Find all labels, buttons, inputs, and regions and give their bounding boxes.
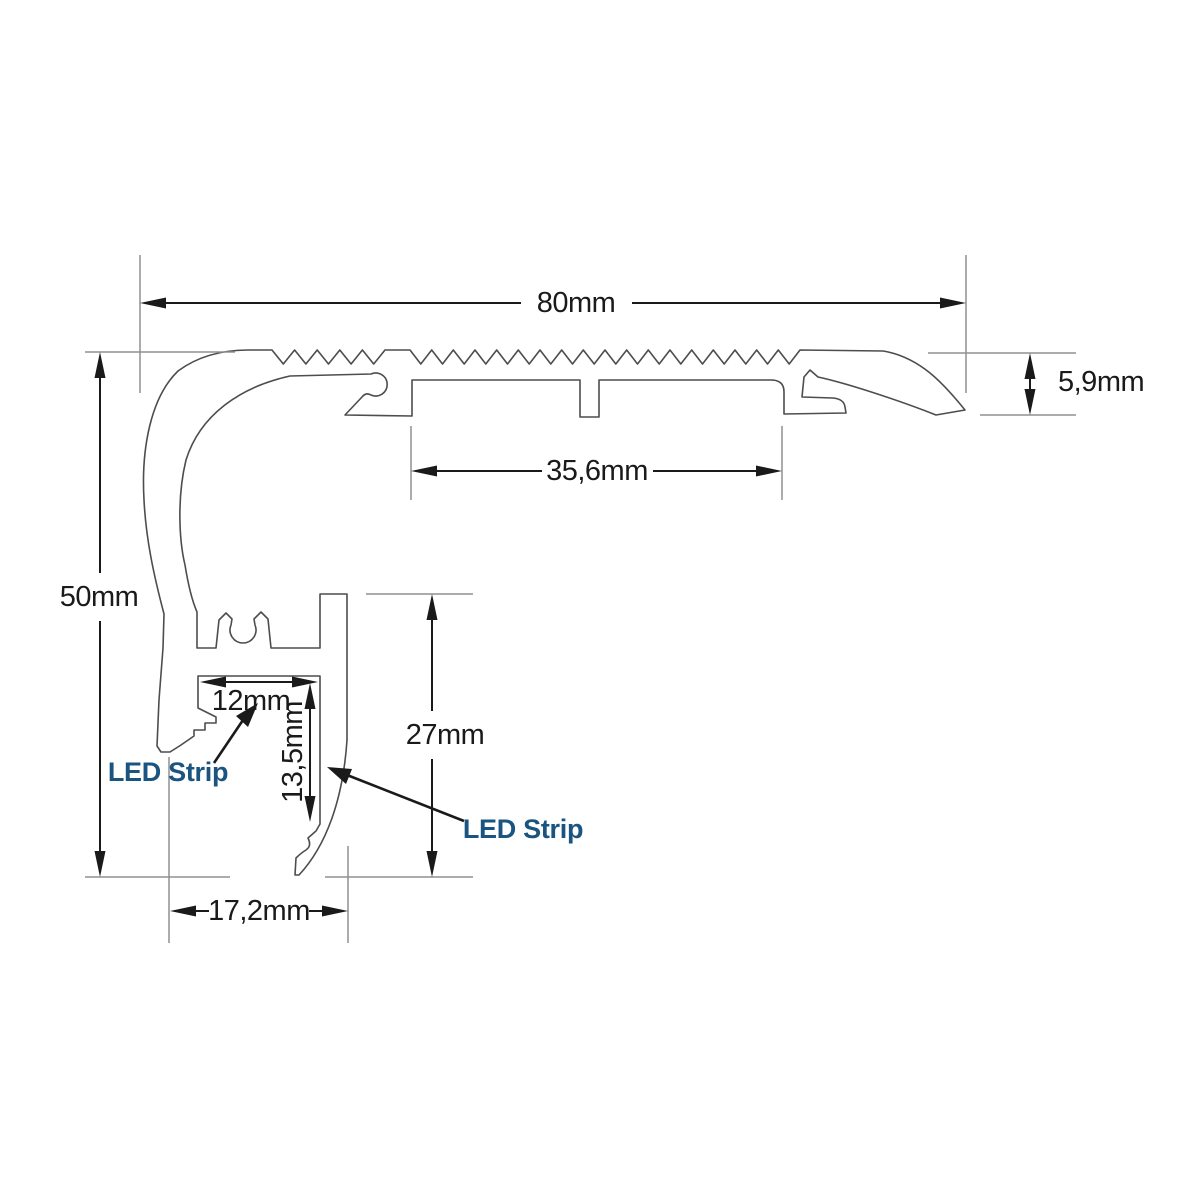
- led-strip-label-1: LED Strip: [108, 757, 228, 787]
- dim-27mm-label: 27mm: [406, 719, 485, 751]
- dimension-lines: [94, 297, 1036, 917]
- dim-135mm-label: 13,5mm: [277, 701, 309, 803]
- dimension-labels: 80mm 5,9mm 35,6mm 50mm 12mm 27mm 13,5mm …: [60, 287, 1145, 927]
- led-leader-2-arrowhead: [327, 767, 352, 784]
- dim-356mm-label: 35,6mm: [546, 455, 648, 487]
- led-leaders: [212, 703, 465, 823]
- arrowhead: [94, 851, 106, 877]
- arrowhead: [411, 465, 437, 477]
- arrowhead: [140, 297, 166, 309]
- dim-80mm-label: 80mm: [537, 287, 616, 319]
- led-strip-label-2: LED Strip: [463, 814, 583, 844]
- arrowhead: [200, 676, 226, 688]
- arrowhead: [292, 676, 318, 688]
- led-leader-2: [346, 773, 465, 823]
- profile-cross-section: [142, 349, 966, 876]
- arrowhead: [756, 465, 782, 477]
- arrowhead: [304, 683, 316, 709]
- arrowhead: [426, 851, 438, 877]
- extension-lines: [85, 255, 1076, 943]
- dim-12mm-label: 12mm: [212, 685, 291, 717]
- arrowhead: [304, 796, 316, 822]
- arrowhead: [322, 905, 348, 917]
- led-leader-1-arrowhead: [236, 703, 258, 727]
- dim-172mm-label: 17,2mm: [208, 895, 310, 927]
- arrowhead: [1024, 389, 1036, 415]
- dim-50mm-label: 50mm: [60, 581, 139, 613]
- arrowhead: [1024, 353, 1036, 379]
- arrowhead: [940, 297, 966, 309]
- arrowhead: [94, 352, 106, 378]
- dim-59mm-label: 5,9mm: [1058, 366, 1144, 398]
- arrowhead: [426, 594, 438, 620]
- led-leader-1: [212, 719, 245, 764]
- arrowhead: [170, 905, 196, 917]
